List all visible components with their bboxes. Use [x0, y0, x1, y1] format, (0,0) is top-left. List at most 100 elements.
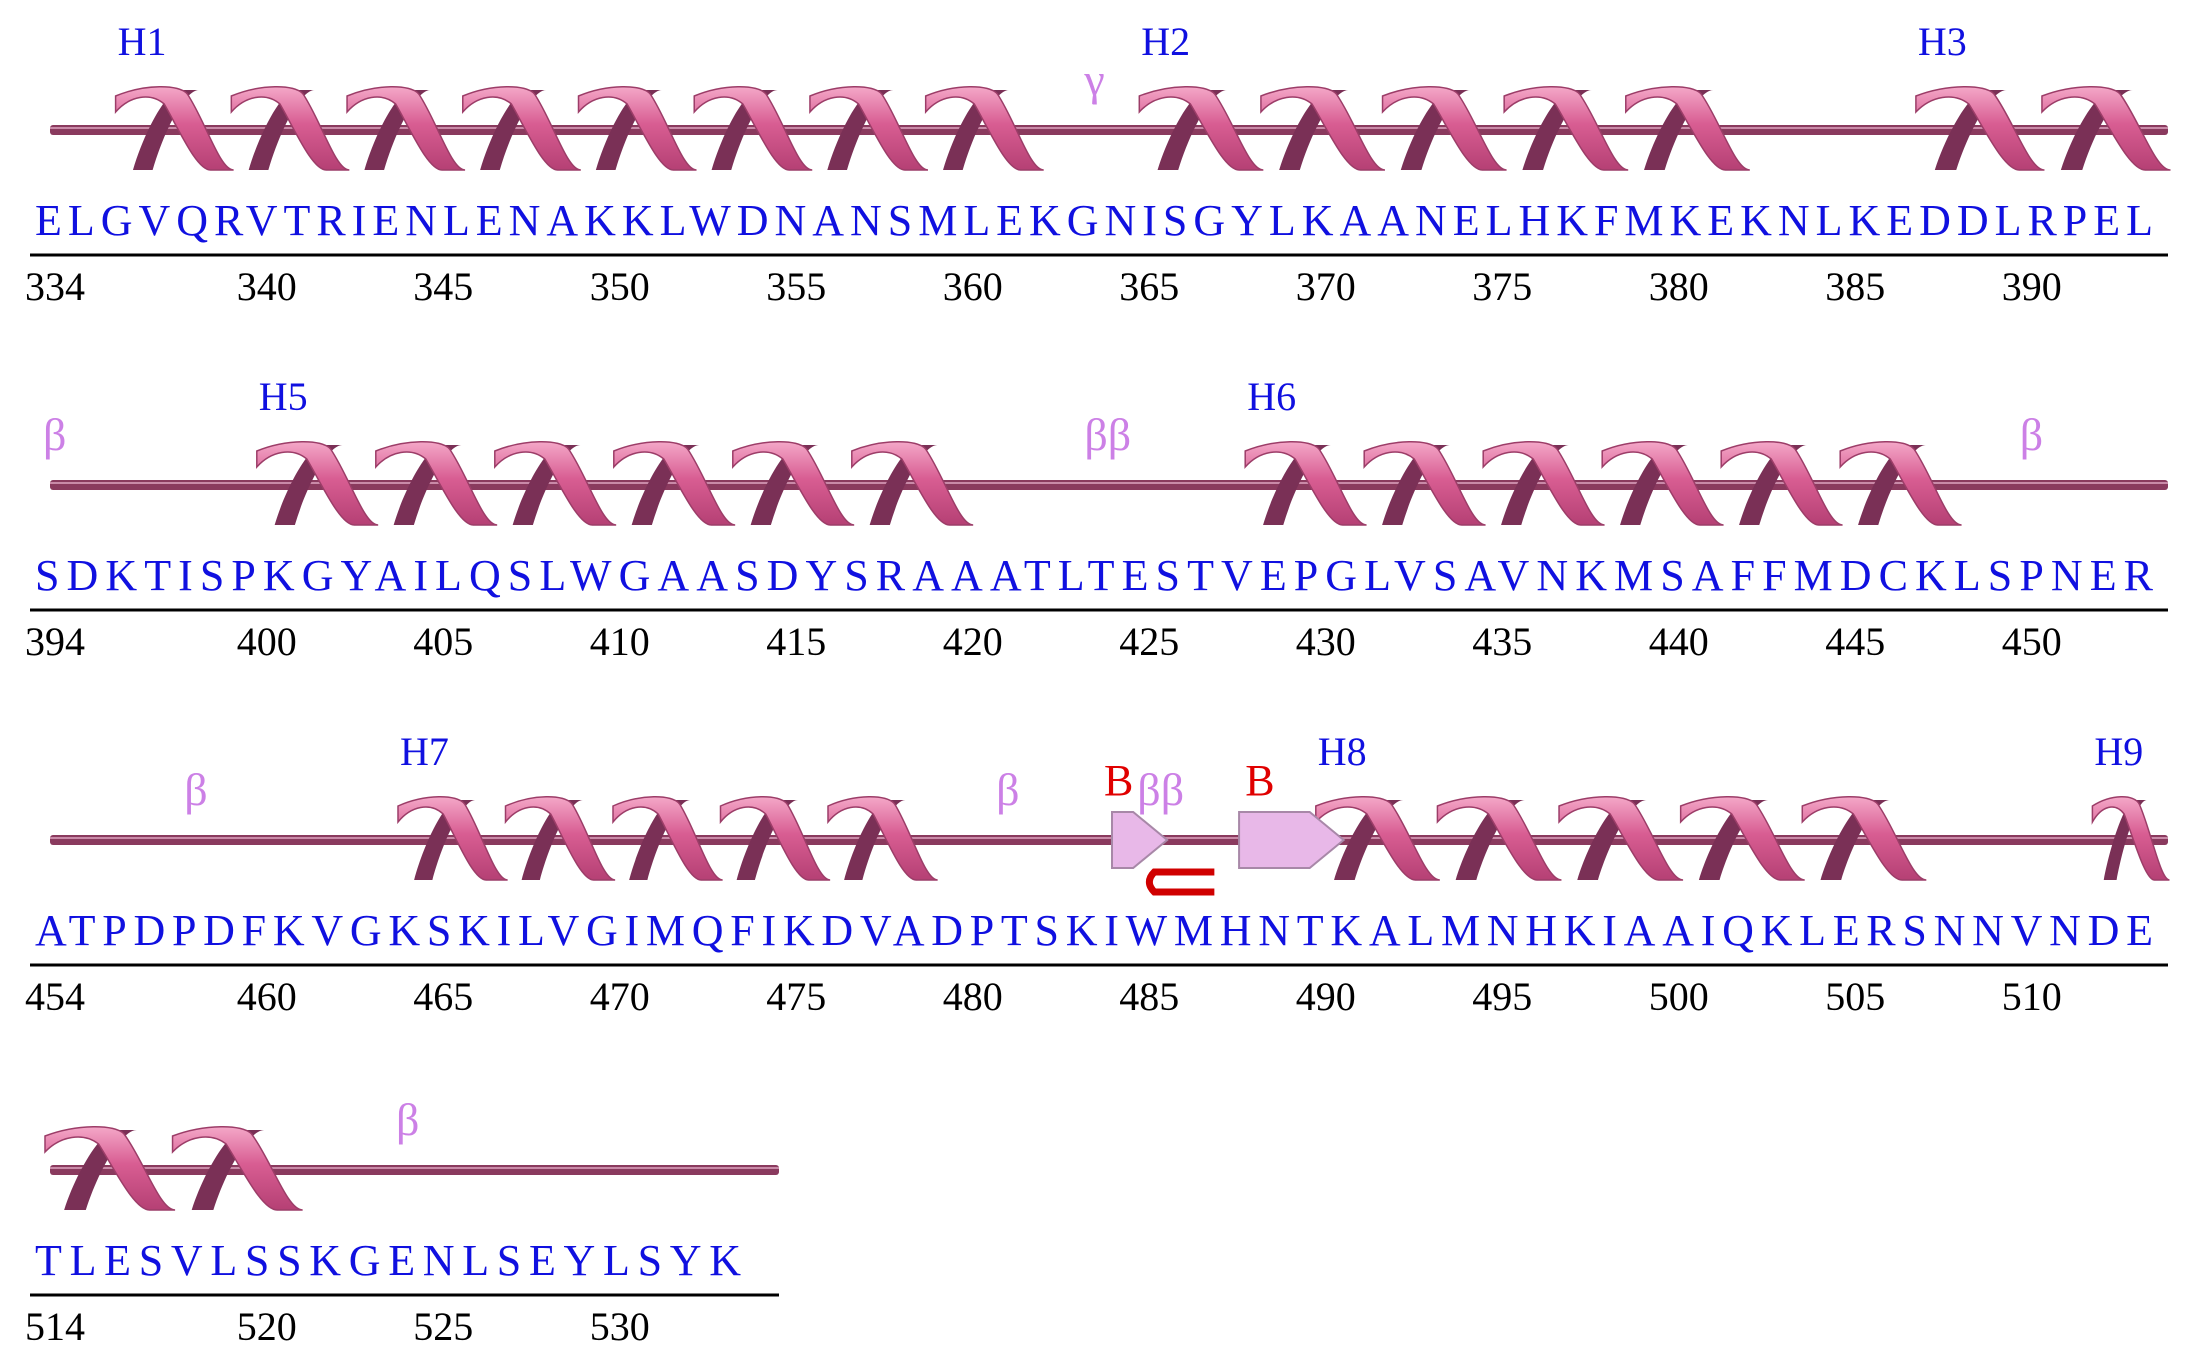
- helix-ribbon: [494, 441, 617, 526]
- tick-label: 420: [943, 619, 1003, 664]
- helix-label: H5: [259, 374, 308, 419]
- helix: [1915, 86, 2171, 171]
- helix-back-face: [248, 90, 315, 170]
- helix-ribbon: [2041, 86, 2171, 171]
- helix-ribbon: [827, 796, 938, 881]
- helix-ribbon: [1482, 441, 1605, 526]
- helix-ribbon: [1801, 796, 1927, 881]
- tick-label: 365: [1119, 264, 1179, 309]
- helix-ribbon: [809, 86, 929, 171]
- helix-back-face: [711, 90, 778, 170]
- helix-ribbon: [1315, 796, 1441, 881]
- tick-label: 350: [590, 264, 650, 309]
- helix-back-face: [1501, 445, 1569, 525]
- helix-back-face: [1820, 800, 1890, 880]
- tick-label: 460: [237, 974, 297, 1019]
- helix-back-face: [521, 800, 583, 880]
- helix-ribbon: [375, 441, 498, 526]
- tick-label: 495: [1472, 974, 1532, 1019]
- tick-label: 425: [1119, 619, 1179, 664]
- tick-label: 514: [25, 1304, 85, 1349]
- helix-back-face: [1455, 800, 1525, 880]
- helix-back-face: [480, 90, 547, 170]
- tick-label: 454: [25, 974, 85, 1019]
- helix-back-face: [1263, 445, 1331, 525]
- helix-ribbon: [1558, 796, 1684, 881]
- helix-back-face: [629, 800, 691, 880]
- helix-label: H9: [2094, 729, 2143, 774]
- tick-label: 435: [1472, 619, 1532, 664]
- helix: [256, 441, 974, 526]
- bridge-label: B: [1104, 756, 1133, 805]
- helix: [114, 86, 1044, 171]
- helix-ribbon: [256, 441, 379, 526]
- tick-label: 470: [590, 974, 650, 1019]
- helix-back-face: [1279, 90, 1349, 170]
- helix-ribbon: [44, 1126, 176, 1211]
- helix-ribbon: [719, 796, 831, 881]
- tick-label: 410: [590, 619, 650, 664]
- helix-ribbon: [1244, 441, 1367, 526]
- helix-label: H6: [1247, 374, 1296, 419]
- tick-label: 400: [237, 619, 297, 664]
- tick-label: 385: [1825, 264, 1885, 309]
- helix-back-face: [1522, 90, 1592, 170]
- tick-label: 415: [766, 619, 826, 664]
- helix-back-face: [750, 445, 819, 525]
- structure-symbol: ββ: [1137, 764, 1184, 815]
- helix: [2091, 796, 2170, 881]
- helix-ribbon: [1839, 441, 1962, 526]
- helix-back-face: [827, 90, 894, 170]
- helix-back-face: [1858, 445, 1926, 525]
- structure-symbol: γ: [1083, 54, 1104, 105]
- helix: [1244, 441, 1962, 526]
- tick-label: 525: [413, 1304, 473, 1349]
- helix-ribbon: [577, 86, 697, 171]
- tick-label: 465: [413, 974, 473, 1019]
- helix-ribbon: [1625, 86, 1751, 171]
- beta-strand-arrow: [1111, 811, 1169, 869]
- helix-back-face: [943, 90, 1009, 170]
- coil-line: [50, 125, 2168, 135]
- sequence-text: ATPDPDFKVGKSKILVGIMQFIKDVADPTSKIWMHNTKAL…: [35, 906, 2153, 955]
- helix-ribbon: [924, 86, 1044, 171]
- helix-back-face: [1577, 800, 1647, 880]
- helix-back-face: [869, 445, 938, 525]
- helix-back-face: [1698, 800, 1769, 880]
- helix-ribbon: [1915, 86, 2045, 171]
- helix: [1138, 86, 1751, 171]
- helix-ribbon: [397, 796, 508, 881]
- helix-ribbon: [1138, 86, 1264, 171]
- helix-back-face: [631, 445, 700, 525]
- tick-label: 430: [1296, 619, 1356, 664]
- tick-label: 505: [1825, 974, 1885, 1019]
- helix-back-face: [844, 800, 906, 880]
- helix-ribbon: [504, 796, 616, 881]
- helix-back-face: [274, 445, 343, 525]
- helix-back-face: [2103, 800, 2147, 880]
- beta-strand-arrow: [1238, 811, 1346, 869]
- helix-back-face: [512, 445, 581, 525]
- tick-label: 510: [2002, 974, 2062, 1019]
- helix-ribbon: [613, 441, 736, 526]
- tick-label: 405: [413, 619, 473, 664]
- helix-ribbon: [1503, 86, 1629, 171]
- helix-ribbon: [462, 86, 582, 171]
- helix-ribbon: [1720, 441, 1843, 526]
- tick-label: 340: [237, 264, 297, 309]
- helix-ribbon: [346, 86, 466, 171]
- sequence-text: SDKTISPKGYAILQSLWGAASDYSRAAATLTESTVEPGLV…: [35, 551, 2154, 600]
- tick-label: 450: [2002, 619, 2062, 664]
- sequence-text: ELGVQRVTRIENLENAKKLWDNANSMLEKGNISGYLKAAN…: [35, 196, 2153, 245]
- helix-label: H3: [1918, 19, 1967, 64]
- helix-back-face: [1334, 800, 1404, 880]
- helix-ribbon: [732, 441, 855, 526]
- helix-back-face: [414, 800, 476, 880]
- structure-symbol: β: [43, 409, 66, 460]
- helix-back-face: [1620, 445, 1688, 525]
- tick-label: 440: [1649, 619, 1709, 664]
